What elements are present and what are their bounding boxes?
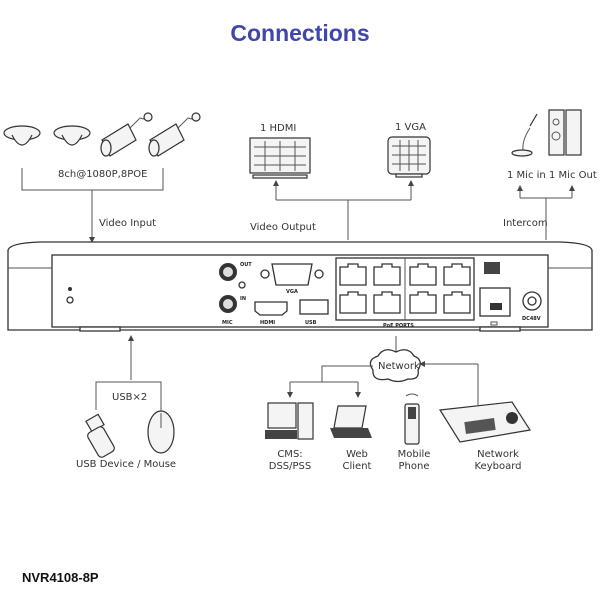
usb-caption: USB Device / Mouse (76, 459, 176, 470)
poe-port[interactable] (373, 291, 401, 314)
mic-out-label: 1 Mic Out (549, 170, 597, 181)
usb-port[interactable]: USB (299, 299, 329, 326)
poe-port[interactable] (443, 263, 471, 286)
poe-port[interactable] (443, 291, 471, 314)
usb-count-label: USB×2 (112, 392, 147, 403)
mouse-icon (147, 410, 175, 454)
led-indicator (68, 287, 72, 291)
client-label-line1: CMS: (277, 449, 302, 460)
poe-port[interactable] (339, 263, 367, 286)
model-number: NVR4108-8P (22, 570, 99, 585)
usb-drive-icon (85, 413, 115, 458)
client-label-line2: Phone (399, 461, 430, 472)
dome-camera-icon (3, 125, 41, 146)
usb-bus-line (95, 381, 162, 415)
intercom-label: Intercom (503, 218, 548, 229)
nvr-device (7, 241, 593, 332)
mic-in-port[interactable]: IN MIC (219, 295, 246, 326)
dome-camera-icon (53, 125, 91, 146)
client-label-line2: Keyboard (474, 461, 521, 472)
svg-text:USB: USB (305, 320, 317, 326)
intercom-line (520, 197, 572, 240)
network-label: Network (378, 361, 420, 372)
network-line-left (290, 365, 373, 383)
svg-text:MIC: MIC (222, 320, 233, 326)
network-keyboard-icon (438, 401, 531, 443)
svg-text:OUT: OUT (240, 262, 252, 268)
poe-ports-label: PoE PORTS (383, 323, 414, 329)
client-label-line1: Network (477, 449, 519, 460)
video-input-label: Video Input (99, 218, 156, 229)
video-input-spec: 8ch@1080P,8POE (58, 169, 147, 180)
svg-text:HDMI: HDMI (260, 320, 275, 326)
client-label-line1: Mobile (398, 449, 431, 460)
audio-led (238, 281, 246, 289)
network-cloud-icon: Network (369, 349, 421, 383)
poe-port[interactable] (339, 291, 367, 314)
crt-monitor-icon (387, 136, 431, 178)
poe-port[interactable] (409, 263, 437, 286)
svg-text:DC48V: DC48V (522, 316, 541, 322)
mobile-phone-icon (404, 393, 420, 445)
monitor-icon (249, 137, 311, 179)
video-output-line (276, 199, 411, 240)
client-label-line2: Client (343, 461, 372, 472)
laptop-icon (330, 405, 372, 438)
poe-port[interactable] (373, 263, 401, 286)
svg-text:VGA: VGA (286, 289, 298, 295)
desktop-computer-icon (265, 402, 314, 440)
svg-text:IN: IN (240, 296, 246, 302)
power-port[interactable]: DC48V (522, 291, 542, 322)
poe-ports: PoE PORTS (335, 257, 475, 329)
diagram-title: Connections (230, 20, 370, 46)
vga-port[interactable]: VGA (260, 263, 324, 295)
client-label-line2: DSS/PSS (269, 461, 312, 472)
certification-label (484, 262, 500, 274)
poe-port[interactable] (409, 291, 437, 314)
bullet-camera-icon (148, 112, 201, 157)
video-output-label: Video Output (250, 222, 316, 233)
reset-button[interactable] (66, 296, 74, 304)
bullet-camera-icon (100, 112, 153, 157)
hdmi-output-label: 1 HDMI (260, 123, 296, 134)
speaker-icon (548, 109, 582, 156)
vga-output-label: 1 VGA (395, 122, 426, 133)
ethernet-port[interactable] (479, 287, 511, 325)
hdmi-port[interactable]: HDMI (254, 301, 288, 326)
audio-out-port[interactable]: OUT (219, 262, 252, 281)
mic-in-label: 1 Mic in (507, 170, 546, 181)
client-label-line1: Web (346, 449, 368, 460)
microphone-icon (511, 113, 538, 157)
